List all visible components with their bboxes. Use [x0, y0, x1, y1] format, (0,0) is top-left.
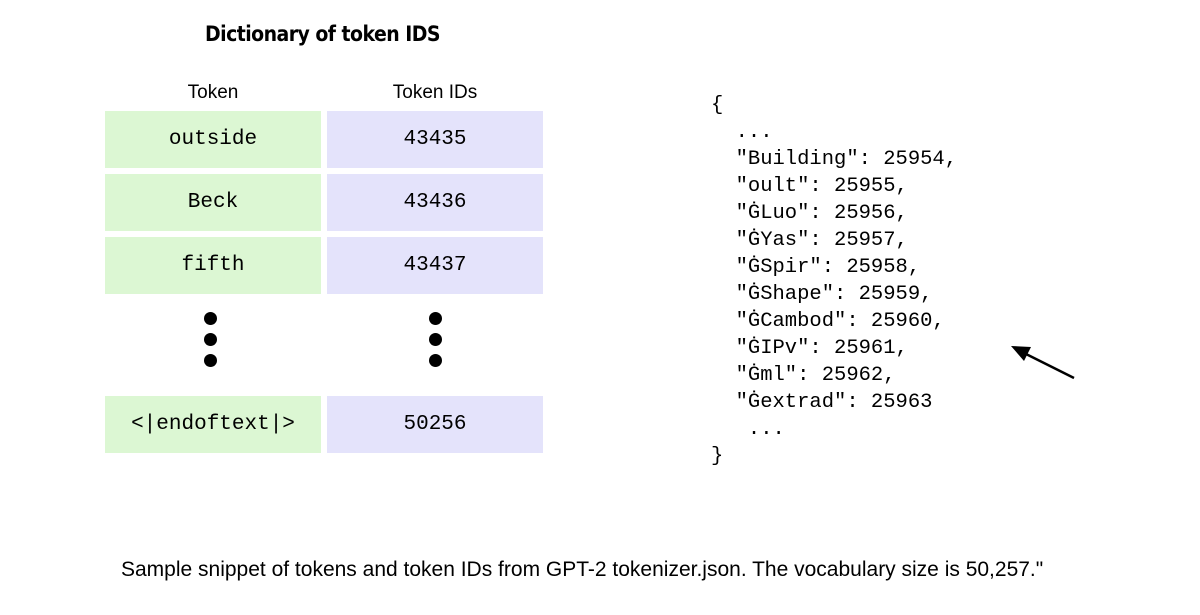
- token-id-cell: 43435: [327, 111, 543, 168]
- token-cell: outside: [105, 111, 321, 168]
- json-line: }: [711, 445, 724, 468]
- arrow-shaft: [1023, 351, 1075, 380]
- ellipsis-dot: [428, 312, 442, 325]
- json-line: "oult": 25955,: [711, 175, 908, 198]
- json-line: {: [711, 94, 724, 117]
- json-line: "Ġextrad": 25963: [711, 391, 933, 414]
- json-line: "ĠLuo": 25956,: [711, 202, 908, 225]
- token-id-cell: 43437: [327, 237, 543, 294]
- token-id-cell: 43436: [327, 174, 543, 231]
- ellipsis-dot: [428, 354, 442, 367]
- arrow-head: [1011, 346, 1031, 361]
- json-line: ...: [711, 418, 785, 441]
- json-line: ...: [711, 121, 773, 144]
- json-line: "Building": 25954,: [711, 148, 958, 171]
- endoftext-token-cell: <|endoftext|>: [105, 396, 321, 453]
- ellipsis-dot: [203, 333, 217, 346]
- json-line: "ĠSpir": 25958,: [711, 256, 921, 279]
- ellipsis-dot: [203, 312, 217, 325]
- ellipsis-dot: [203, 354, 217, 367]
- figure-caption: Sample snippet of tokens and token IDs f…: [121, 558, 1044, 581]
- json-line: "ĠYas": 25957,: [711, 229, 908, 252]
- token-cell: fifth: [105, 237, 321, 294]
- json-line: "ĠCambod": 25960,: [711, 310, 945, 333]
- token-id-column-header: Token IDs: [392, 82, 478, 103]
- json-line: "Ġml": 25962,: [711, 364, 896, 387]
- diagram-title: Dictionary of token IDS: [205, 22, 440, 46]
- endoftext-token-id-cell: 50256: [327, 396, 543, 453]
- arrow-icon: [1011, 346, 1075, 380]
- token-cell: Beck: [105, 174, 321, 231]
- json-line: "ĠShape": 25959,: [711, 283, 933, 306]
- json-line: "ĠIPv": 25961,: [711, 337, 908, 360]
- ellipsis-dot: [428, 333, 442, 346]
- json-snippet: { ... "Building": 25954, "oult": 25955, …: [711, 92, 957, 470]
- token-column-header: Token: [187, 82, 239, 103]
- token-id-ellipsis: [327, 312, 543, 367]
- token-ellipsis: [102, 312, 318, 367]
